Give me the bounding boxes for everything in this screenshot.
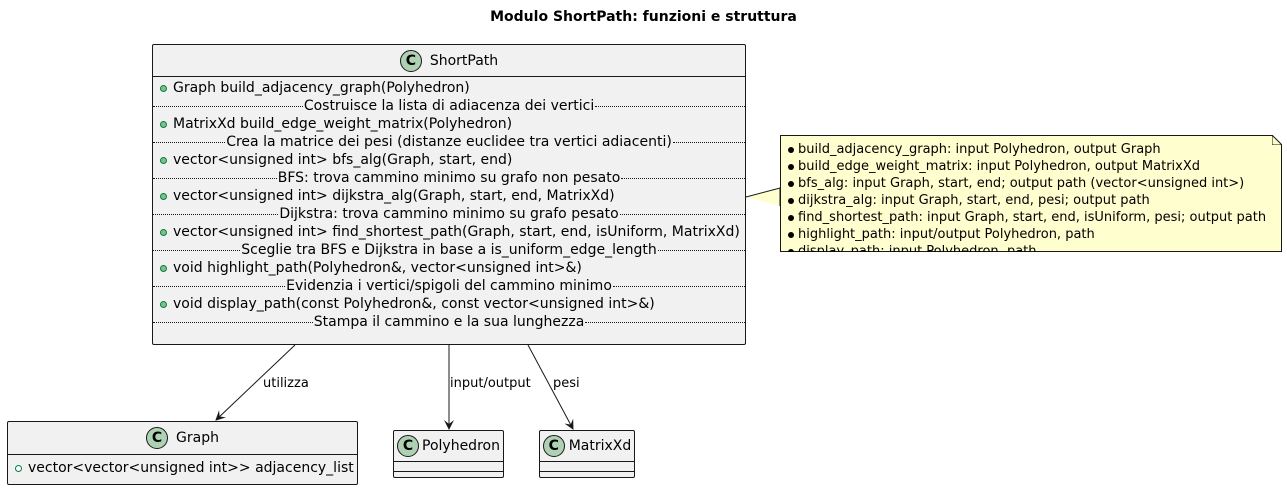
class-badge-icon: C <box>397 435 420 457</box>
relation-pesi-arrow <box>527 344 574 430</box>
class-graph[interactable]: C Graph vector<vector<unsigned int>> adj… <box>7 421 358 485</box>
member-dijkstra-alg: vector<unsigned int> dijkstra_alg(Graph,… <box>153 187 745 205</box>
class-graph-name: Graph <box>176 430 219 446</box>
relation-utilizza-arrow <box>215 344 296 421</box>
class-shortpath-members: Graph build_adjacency_graph(Polyhedron) … <box>153 77 746 331</box>
bullet-icon <box>788 215 794 221</box>
public-method-icon <box>160 84 167 92</box>
member-bfs-alg: vector<unsigned int> bfs_alg(Graph, star… <box>153 151 745 169</box>
bullet-icon <box>788 181 794 187</box>
bullet-icon <box>788 164 794 170</box>
class-polyhedron-header: C Polyhedron <box>394 431 503 462</box>
bullet-icon <box>788 147 794 153</box>
public-method-icon <box>160 192 167 200</box>
public-method-icon <box>160 300 167 308</box>
member-note-row: Stampa il cammino e la sua lunghezza <box>153 313 746 331</box>
member-note-row: Evidenzia i vertici/spigoli del cammino … <box>153 277 746 295</box>
member-note-row: Crea la matrice dei pesi (distanze eucli… <box>153 133 745 151</box>
relation-label-utilizza: utilizza <box>263 376 309 391</box>
note-item: dijkstra_alg: input Graph, start, end, p… <box>788 192 1281 209</box>
diagram-title: Modulo ShortPath: funzioni e struttura <box>490 9 797 25</box>
note-item: build_adjacency_graph: input Polyhedron,… <box>788 141 1281 158</box>
member-note-row: BFS: trova cammino minimo su grafo non p… <box>153 169 745 187</box>
class-graph-header: C Graph <box>8 422 357 455</box>
relation-label-pesi: pesi <box>553 376 580 391</box>
note-item: bfs_alg: input Graph, start, end; output… <box>788 175 1281 192</box>
member-highlight-path: void highlight_path(Polyhedron&, vector<… <box>153 259 745 277</box>
bullet-icon <box>788 249 794 255</box>
note-connector <box>745 187 781 206</box>
bullet-icon <box>788 198 794 204</box>
note-item: find_shortest_path: input Graph, start, … <box>788 209 1281 226</box>
member-note-row: Costruisce la lista di adiacenza dei ver… <box>153 97 746 115</box>
bullet-icon <box>788 232 794 238</box>
class-shortpath-name: ShortPath <box>429 52 499 69</box>
relation-label-input-output: input/output <box>450 376 531 391</box>
class-badge-icon: C <box>399 49 422 72</box>
public-method-icon <box>160 228 167 236</box>
note-item: build_edge_weight_matrix: input Polyhedr… <box>788 158 1281 175</box>
member-build-edge-weight-matrix: MatrixXd build_edge_weight_matrix(Polyhe… <box>153 115 745 133</box>
class-badge-icon: C <box>542 435 565 457</box>
note-item: highlight_path: input/output Polyhedron,… <box>788 226 1281 243</box>
class-shortpath-header: C ShortPath <box>153 45 745 77</box>
class-matrixxd-name: MatrixXd <box>568 438 632 454</box>
public-method-icon <box>160 120 167 128</box>
note-box[interactable]: build_adjacency_graph: input Polyhedron,… <box>780 135 1282 252</box>
public-method-icon <box>160 156 167 164</box>
class-badge-icon: C <box>146 427 169 449</box>
member-display-path: void display_path(const Polyhedron&, con… <box>153 295 745 313</box>
member-note-row: Dijkstra: trova cammino minimo su grafo … <box>153 205 746 223</box>
class-shortpath[interactable]: C ShortPath Graph build_adjacency_graph(… <box>152 44 746 345</box>
member-adjacency-list: vector<vector<unsigned int>> adjacency_l… <box>8 459 357 477</box>
class-matrixxd[interactable]: C MatrixXd <box>539 430 635 478</box>
class-polyhedron-name: Polyhedron <box>422 438 500 454</box>
class-polyhedron[interactable]: C Polyhedron <box>393 430 504 478</box>
public-field-icon <box>15 464 22 472</box>
member-note-row: Sceglie tra BFS e Dijkstra in base a is_… <box>153 241 745 259</box>
class-matrixxd-header: C MatrixXd <box>540 431 634 462</box>
member-find-shortest-path: vector<unsigned int> find_shortest_path(… <box>153 223 745 241</box>
note-fold-corner-icon <box>1272 135 1282 145</box>
member-build-adjacency-graph: Graph build_adjacency_graph(Polyhedron) <box>153 79 745 97</box>
public-method-icon <box>160 264 167 272</box>
